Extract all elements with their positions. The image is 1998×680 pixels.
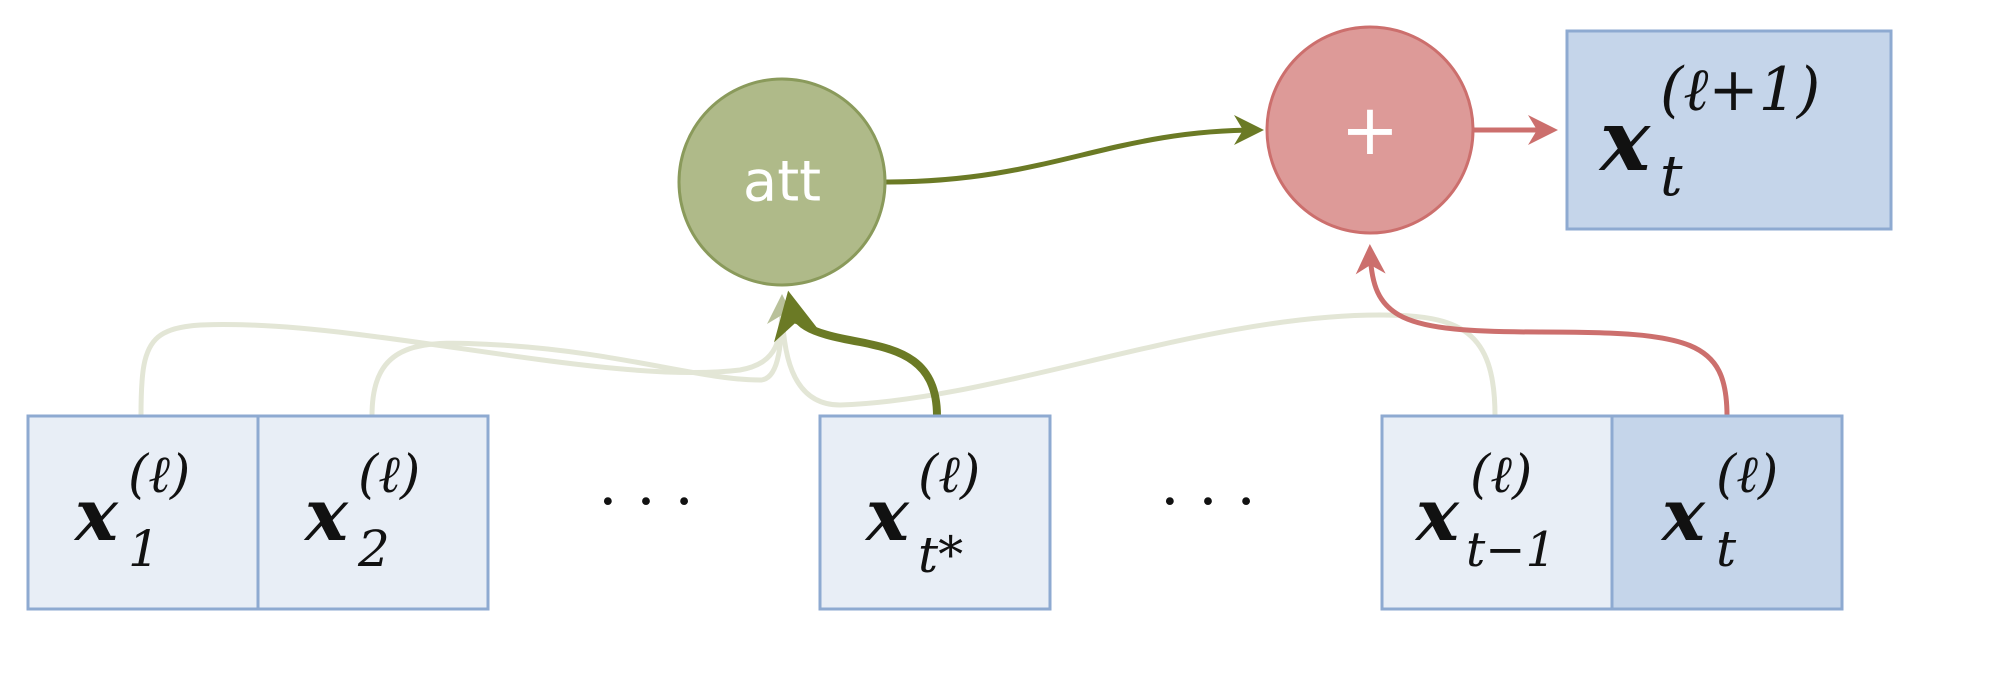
cell-sup: (ℓ) [358,445,420,505]
cell-sub: t [1716,520,1737,578]
green-arrow-att-plus [885,115,1264,185]
cell-sup: (ℓ) [918,445,980,505]
att-label: att [743,150,821,215]
output-var: x [1598,91,1651,190]
faint-arrow-x1 [138,299,785,417]
cell-xtstar: x t* (ℓ) [818,414,1052,611]
cell-var: x [1414,472,1460,557]
cell-xt: x t (ℓ) [1610,414,1844,611]
plus-node: + [1265,25,1475,235]
cell-var: x [864,472,910,557]
faint-arrow-x2 [369,299,785,417]
cell-sub: 2 [357,520,390,578]
plus-label: + [1341,89,1400,171]
cell-sub: 1 [128,520,160,578]
red-arrow-xt-plus [1355,244,1730,417]
ellipsis-right: · · · [1160,467,1255,537]
ellipsis-left: · · · [598,467,693,537]
cell-sub: t* [918,526,963,584]
cell-var: x [73,472,119,557]
cell-xtm1: x t−1 (ℓ) [1380,414,1614,611]
cell-sup: (ℓ) [1716,445,1778,505]
att-node: att [677,77,887,287]
output-sub: t [1660,144,1683,209]
cell-sub: t−1 [1466,522,1556,578]
faint-arrow-xtm1 [767,294,1498,417]
cell-var: x [1660,472,1706,557]
cell-sup: (ℓ) [128,445,190,505]
cell-sup: (ℓ) [1470,445,1532,505]
output-sup: (ℓ+1) [1660,55,1820,125]
cell-var: x [303,472,349,557]
green-arrow-xtstar-att [774,290,941,417]
output-cell: x t (ℓ+1) [1565,29,1893,231]
cell-x1: x 1 (ℓ) [26,414,260,611]
cell-x2: x 2 (ℓ) [256,414,490,611]
